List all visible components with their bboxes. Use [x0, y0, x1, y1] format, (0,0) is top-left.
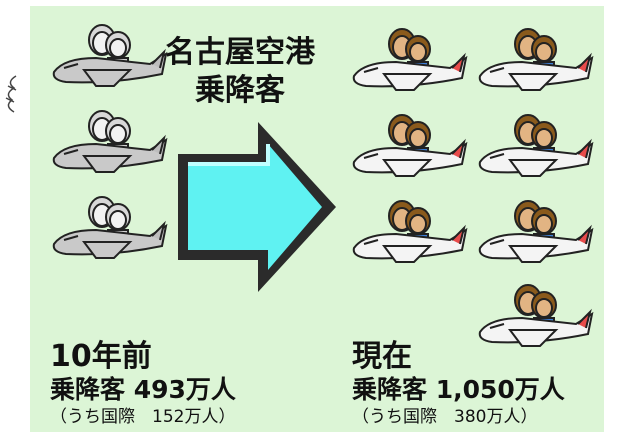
scribble-mark: [5, 75, 17, 113]
plane-with-passengers-icon: [344, 190, 470, 270]
plane-with-passengers-icon: [344, 18, 470, 98]
after-international: （うち国際 380万人）: [352, 407, 538, 427]
plane-with-passengers-icon: [470, 190, 596, 270]
after-passengers: 乗降客 1,050万人: [352, 375, 565, 404]
title-line-1: 名古屋空港: [165, 35, 315, 70]
right-arrow-icon: [178, 122, 336, 292]
after-heading: 現在: [352, 339, 412, 374]
plane-with-passengers-icon: [44, 14, 170, 94]
plane-with-passengers-icon: [470, 18, 596, 98]
before-heading: 10年前: [50, 339, 152, 374]
plane-with-passengers-icon: [344, 104, 470, 184]
before-stats: 10年前 乗降客 493万人 （うち国際 152万人）: [50, 340, 236, 428]
plane-with-passengers-icon: [470, 274, 596, 354]
before-passengers: 乗降客 493万人: [50, 375, 236, 404]
airport-passengers-title: 名古屋空港 乗降客: [150, 34, 330, 110]
title-line-2: 乗降客: [195, 73, 285, 108]
after-stats: 現在 乗降客 1,050万人 （うち国際 380万人）: [352, 340, 565, 428]
before-international: （うち国際 152万人）: [50, 407, 236, 427]
plane-with-passengers-icon: [470, 104, 596, 184]
plane-with-passengers-icon: [44, 100, 170, 180]
plane-with-passengers-icon: [44, 186, 170, 266]
